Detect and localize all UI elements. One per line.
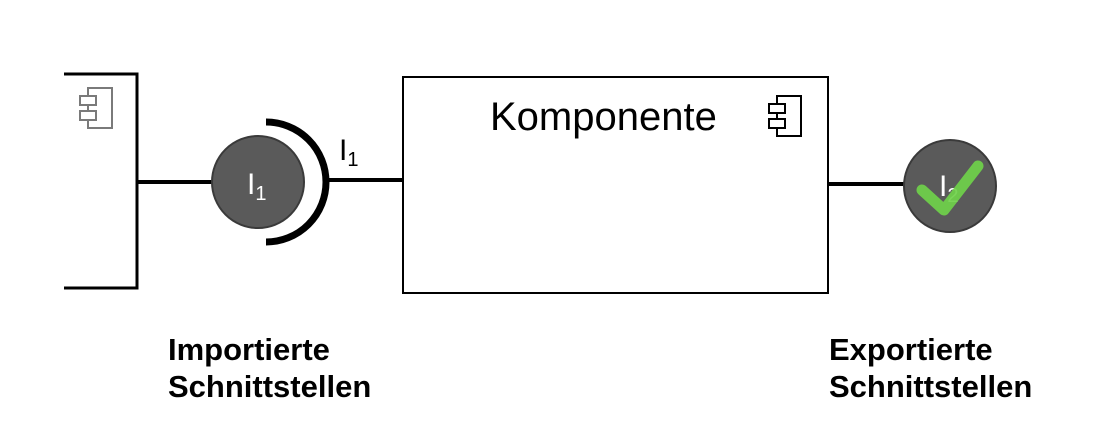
socket-label-base: I — [339, 134, 347, 167]
component-title: Komponente — [490, 95, 717, 139]
interface-ball — [903, 139, 997, 233]
exported-interfaces-caption: Exportierte Schnittstellen — [829, 331, 1032, 405]
component-icon — [79, 87, 113, 129]
imported-interfaces-caption: Importierte Schnittstellen — [168, 331, 371, 405]
exported-interface: I2 — [903, 139, 997, 233]
left-component — [64, 72, 139, 290]
interface-label-subscript: 1 — [255, 183, 266, 205]
interface-label: I1 — [247, 168, 266, 205]
caption-line: Schnittstellen — [829, 369, 1033, 404]
component-box — [402, 76, 829, 294]
caption-line: Importierte — [168, 332, 330, 367]
interface-label-base: I — [939, 170, 947, 203]
interface-label-base: I — [247, 168, 255, 201]
checkmark-icon — [916, 160, 984, 216]
interface-ball — [211, 135, 305, 229]
caption-line: Schnittstellen — [168, 369, 372, 404]
caption-line: Exportierte — [829, 332, 993, 367]
socket-arc — [265, 118, 330, 246]
main-component: Komponente — [402, 76, 829, 294]
component-icon — [768, 95, 802, 137]
imported-interface: I1 — [211, 135, 305, 229]
socket-label: I1 — [339, 134, 358, 171]
socket-label-subscript: 1 — [347, 149, 358, 171]
